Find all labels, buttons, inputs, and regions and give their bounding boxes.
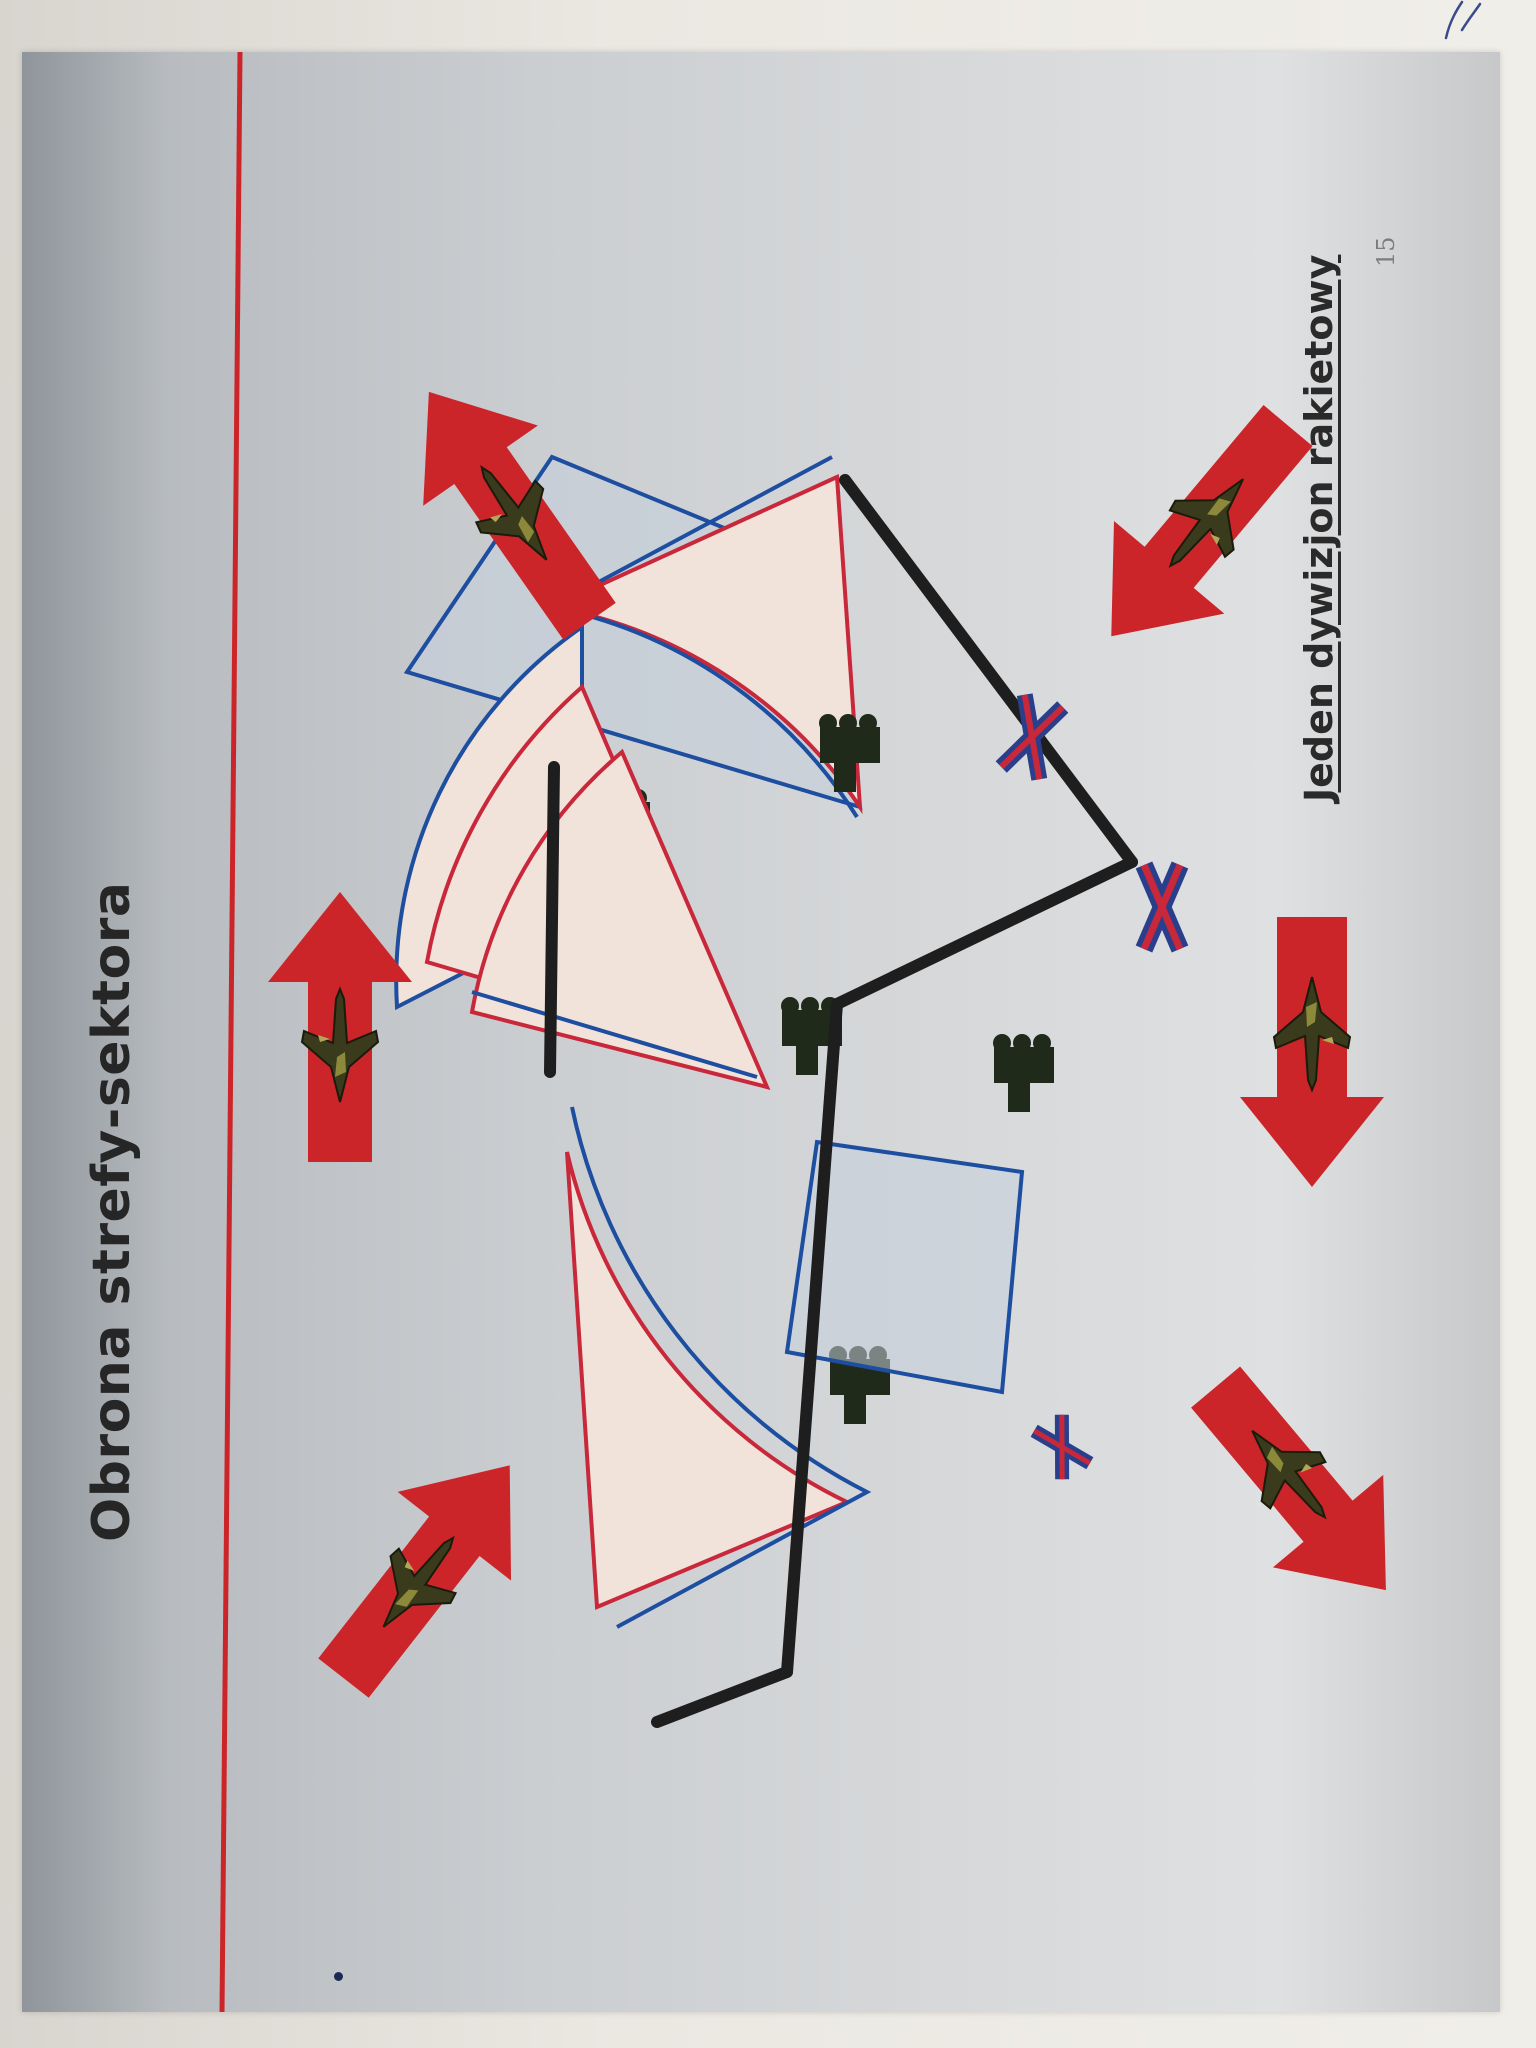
defense-boundary: [544, 474, 1138, 1728]
overlap-zone: [784, 1139, 1025, 1395]
threat-arrow: [318, 1465, 512, 1698]
x-mark-icon: [1135, 861, 1189, 953]
sector-defense-diagram: [268, 391, 1386, 1728]
x-mark-icon: [995, 693, 1069, 781]
presentation-slide: Obrona strefy-sektora: [22, 52, 1500, 2012]
slide-content: Obrona strefy-sektora: [22, 52, 1500, 2012]
threat-arrow: [268, 892, 412, 1162]
threat-arrow: [1240, 917, 1384, 1187]
handwritten-mark: [1444, 0, 1482, 40]
threat-arrow: [1111, 405, 1313, 637]
threat-arrow: [423, 391, 616, 640]
ink-dot: [334, 1972, 343, 1981]
x-mark-icon: [1030, 1414, 1094, 1480]
title-rule: [219, 52, 243, 2012]
threat-arrow: [1191, 1366, 1386, 1591]
